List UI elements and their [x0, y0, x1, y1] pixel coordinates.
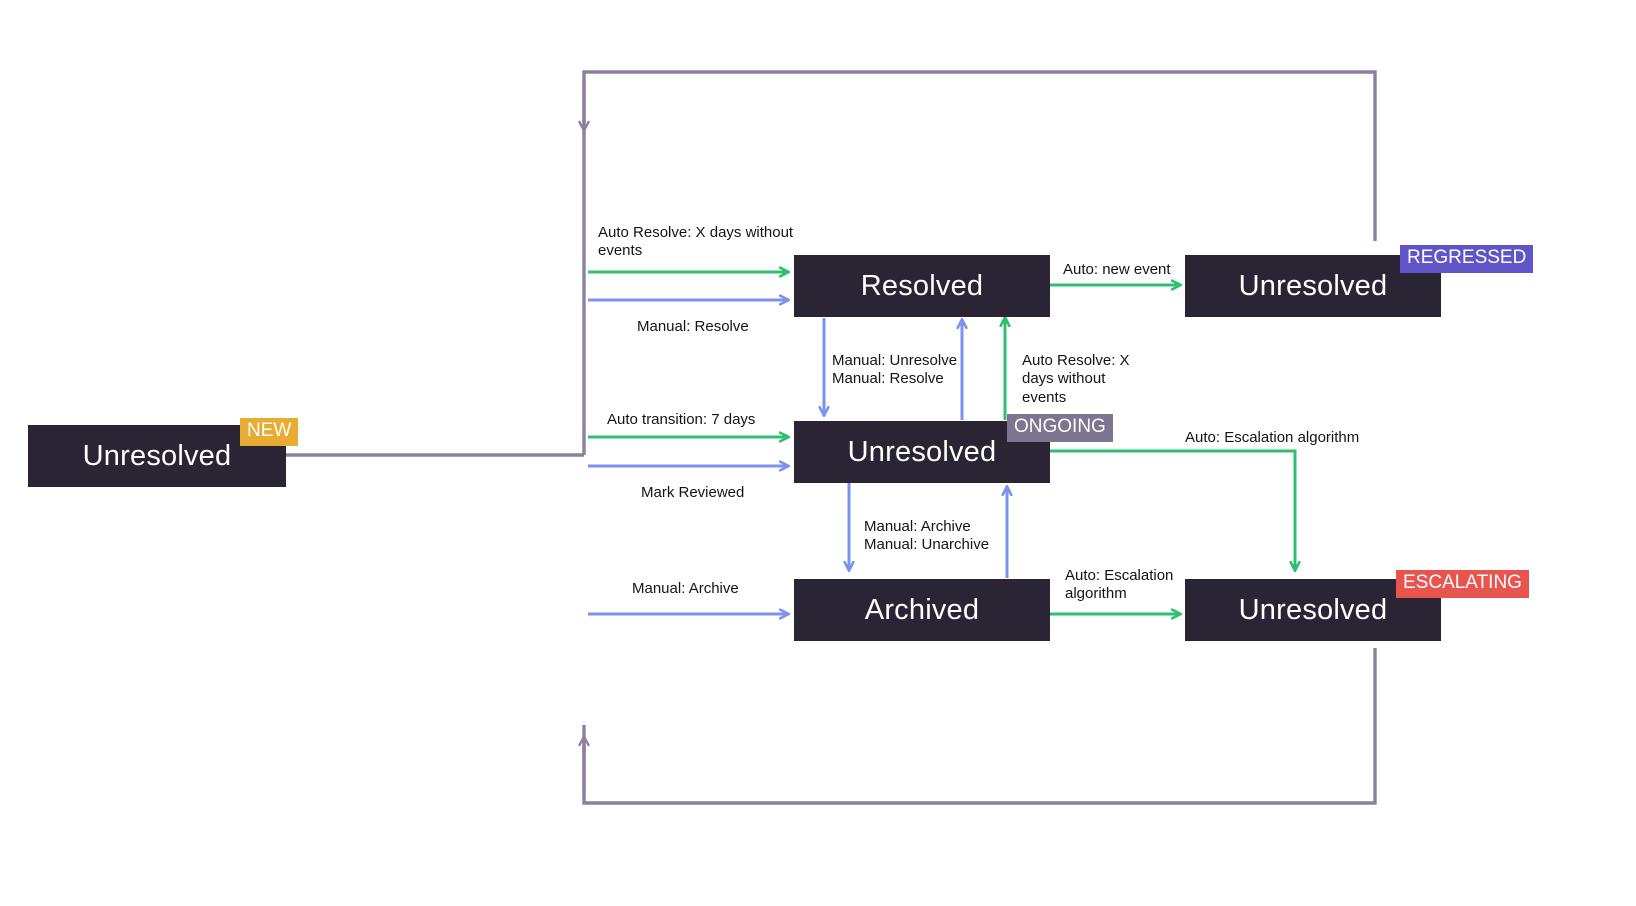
- state-label: Unresolved: [82, 439, 232, 472]
- state-label: Archived: [864, 593, 980, 626]
- state-label: Resolved: [860, 269, 984, 302]
- status-badge-label: ONGOING: [1014, 416, 1106, 437]
- edge-label-manual-archive-left: Manual: Archive: [632, 580, 739, 597]
- edge-label-auto-resolve-top: Auto Resolve: X days without events: [598, 224, 794, 260]
- state-archived[interactable]: Archived: [794, 579, 1050, 641]
- edge-label-manual-archive-unarchive: Manual: Archive Manual: Unarchive: [864, 518, 990, 554]
- edge-label-auto-transition-7-days: Auto transition: 7 days: [607, 411, 756, 428]
- edge-label-auto-escalation-top: Auto: Escalation algorithm: [1185, 429, 1360, 446]
- status-badge-new: NEW: [240, 418, 299, 446]
- edge-label-auto-resolve-up: Auto Resolve: X days without events: [1022, 352, 1130, 406]
- state-regressed-unresolved[interactable]: Unresolved: [1185, 255, 1441, 317]
- edge-label-auto-escalation-bottom: Auto: Escalation algorithm: [1065, 567, 1174, 603]
- status-badge-regressed: REGRESSED: [1400, 245, 1534, 273]
- edge-label-auto-new-event: Auto: new event: [1063, 261, 1171, 278]
- state-resolved[interactable]: Resolved: [794, 255, 1050, 317]
- edge-label-manual-unresolve-resolve: Manual: Unresolve Manual: Resolve: [832, 352, 958, 388]
- status-badge-ongoing: ONGOING: [1007, 414, 1113, 442]
- edge-label-manual-resolve-top: Manual: Resolve: [637, 318, 749, 335]
- edge-auto-escalation-top: [1050, 449, 1295, 570]
- state-label: Unresolved: [1238, 593, 1388, 626]
- status-badge-label: ESCALATING: [1403, 572, 1522, 593]
- state-label: Unresolved: [847, 435, 997, 468]
- status-badge-label: REGRESSED: [1407, 247, 1527, 268]
- status-badge-label: NEW: [247, 420, 292, 441]
- edge-label-mark-reviewed: Mark Reviewed: [641, 484, 745, 501]
- state-label: Unresolved: [1238, 269, 1388, 302]
- status-badge-escalating: ESCALATING: [1396, 570, 1529, 598]
